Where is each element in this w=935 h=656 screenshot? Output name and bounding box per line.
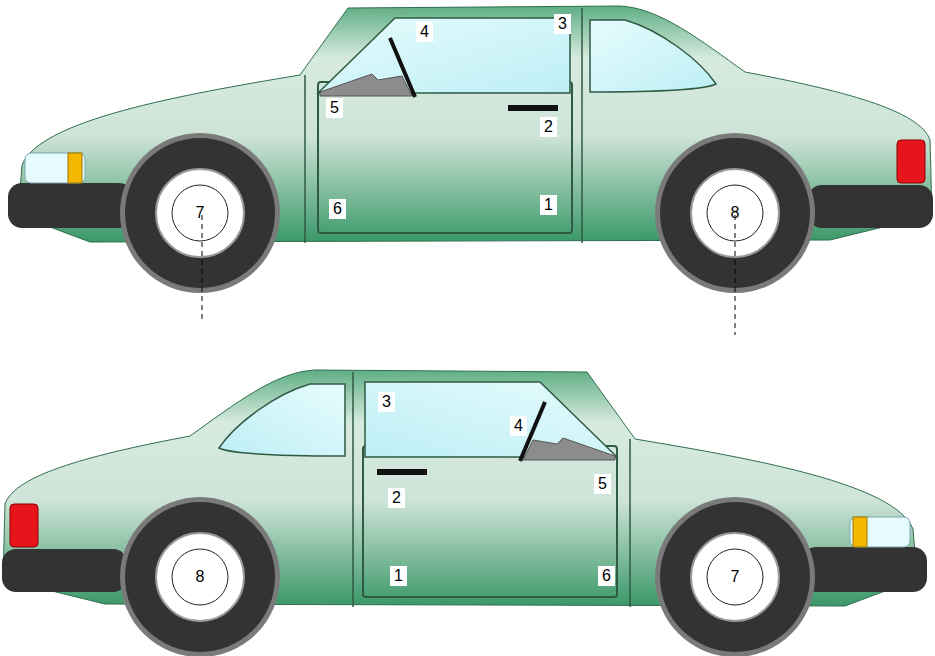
callout-number: 8 <box>727 203 744 223</box>
callout-number: 8 <box>192 567 209 587</box>
axle-line <box>202 215 203 322</box>
callout-number: 6 <box>329 199 346 219</box>
callout-number: 2 <box>388 488 405 508</box>
callout-number: 2 <box>540 117 557 137</box>
callout-number: 4 <box>510 416 527 436</box>
car-left-side <box>8 6 933 293</box>
callout-number: 5 <box>594 474 611 494</box>
callout-number: 7 <box>192 203 209 223</box>
axle-line <box>735 215 736 335</box>
callout-number: 5 <box>326 98 343 118</box>
callout-number: 1 <box>540 195 557 215</box>
callout-number: 1 <box>390 566 407 586</box>
car-right-side <box>2 370 927 656</box>
callout-number: 3 <box>378 392 395 412</box>
callout-number: 6 <box>598 566 615 586</box>
callout-number: 7 <box>727 567 744 587</box>
callout-number: 3 <box>554 14 571 34</box>
callout-number: 4 <box>416 22 433 42</box>
